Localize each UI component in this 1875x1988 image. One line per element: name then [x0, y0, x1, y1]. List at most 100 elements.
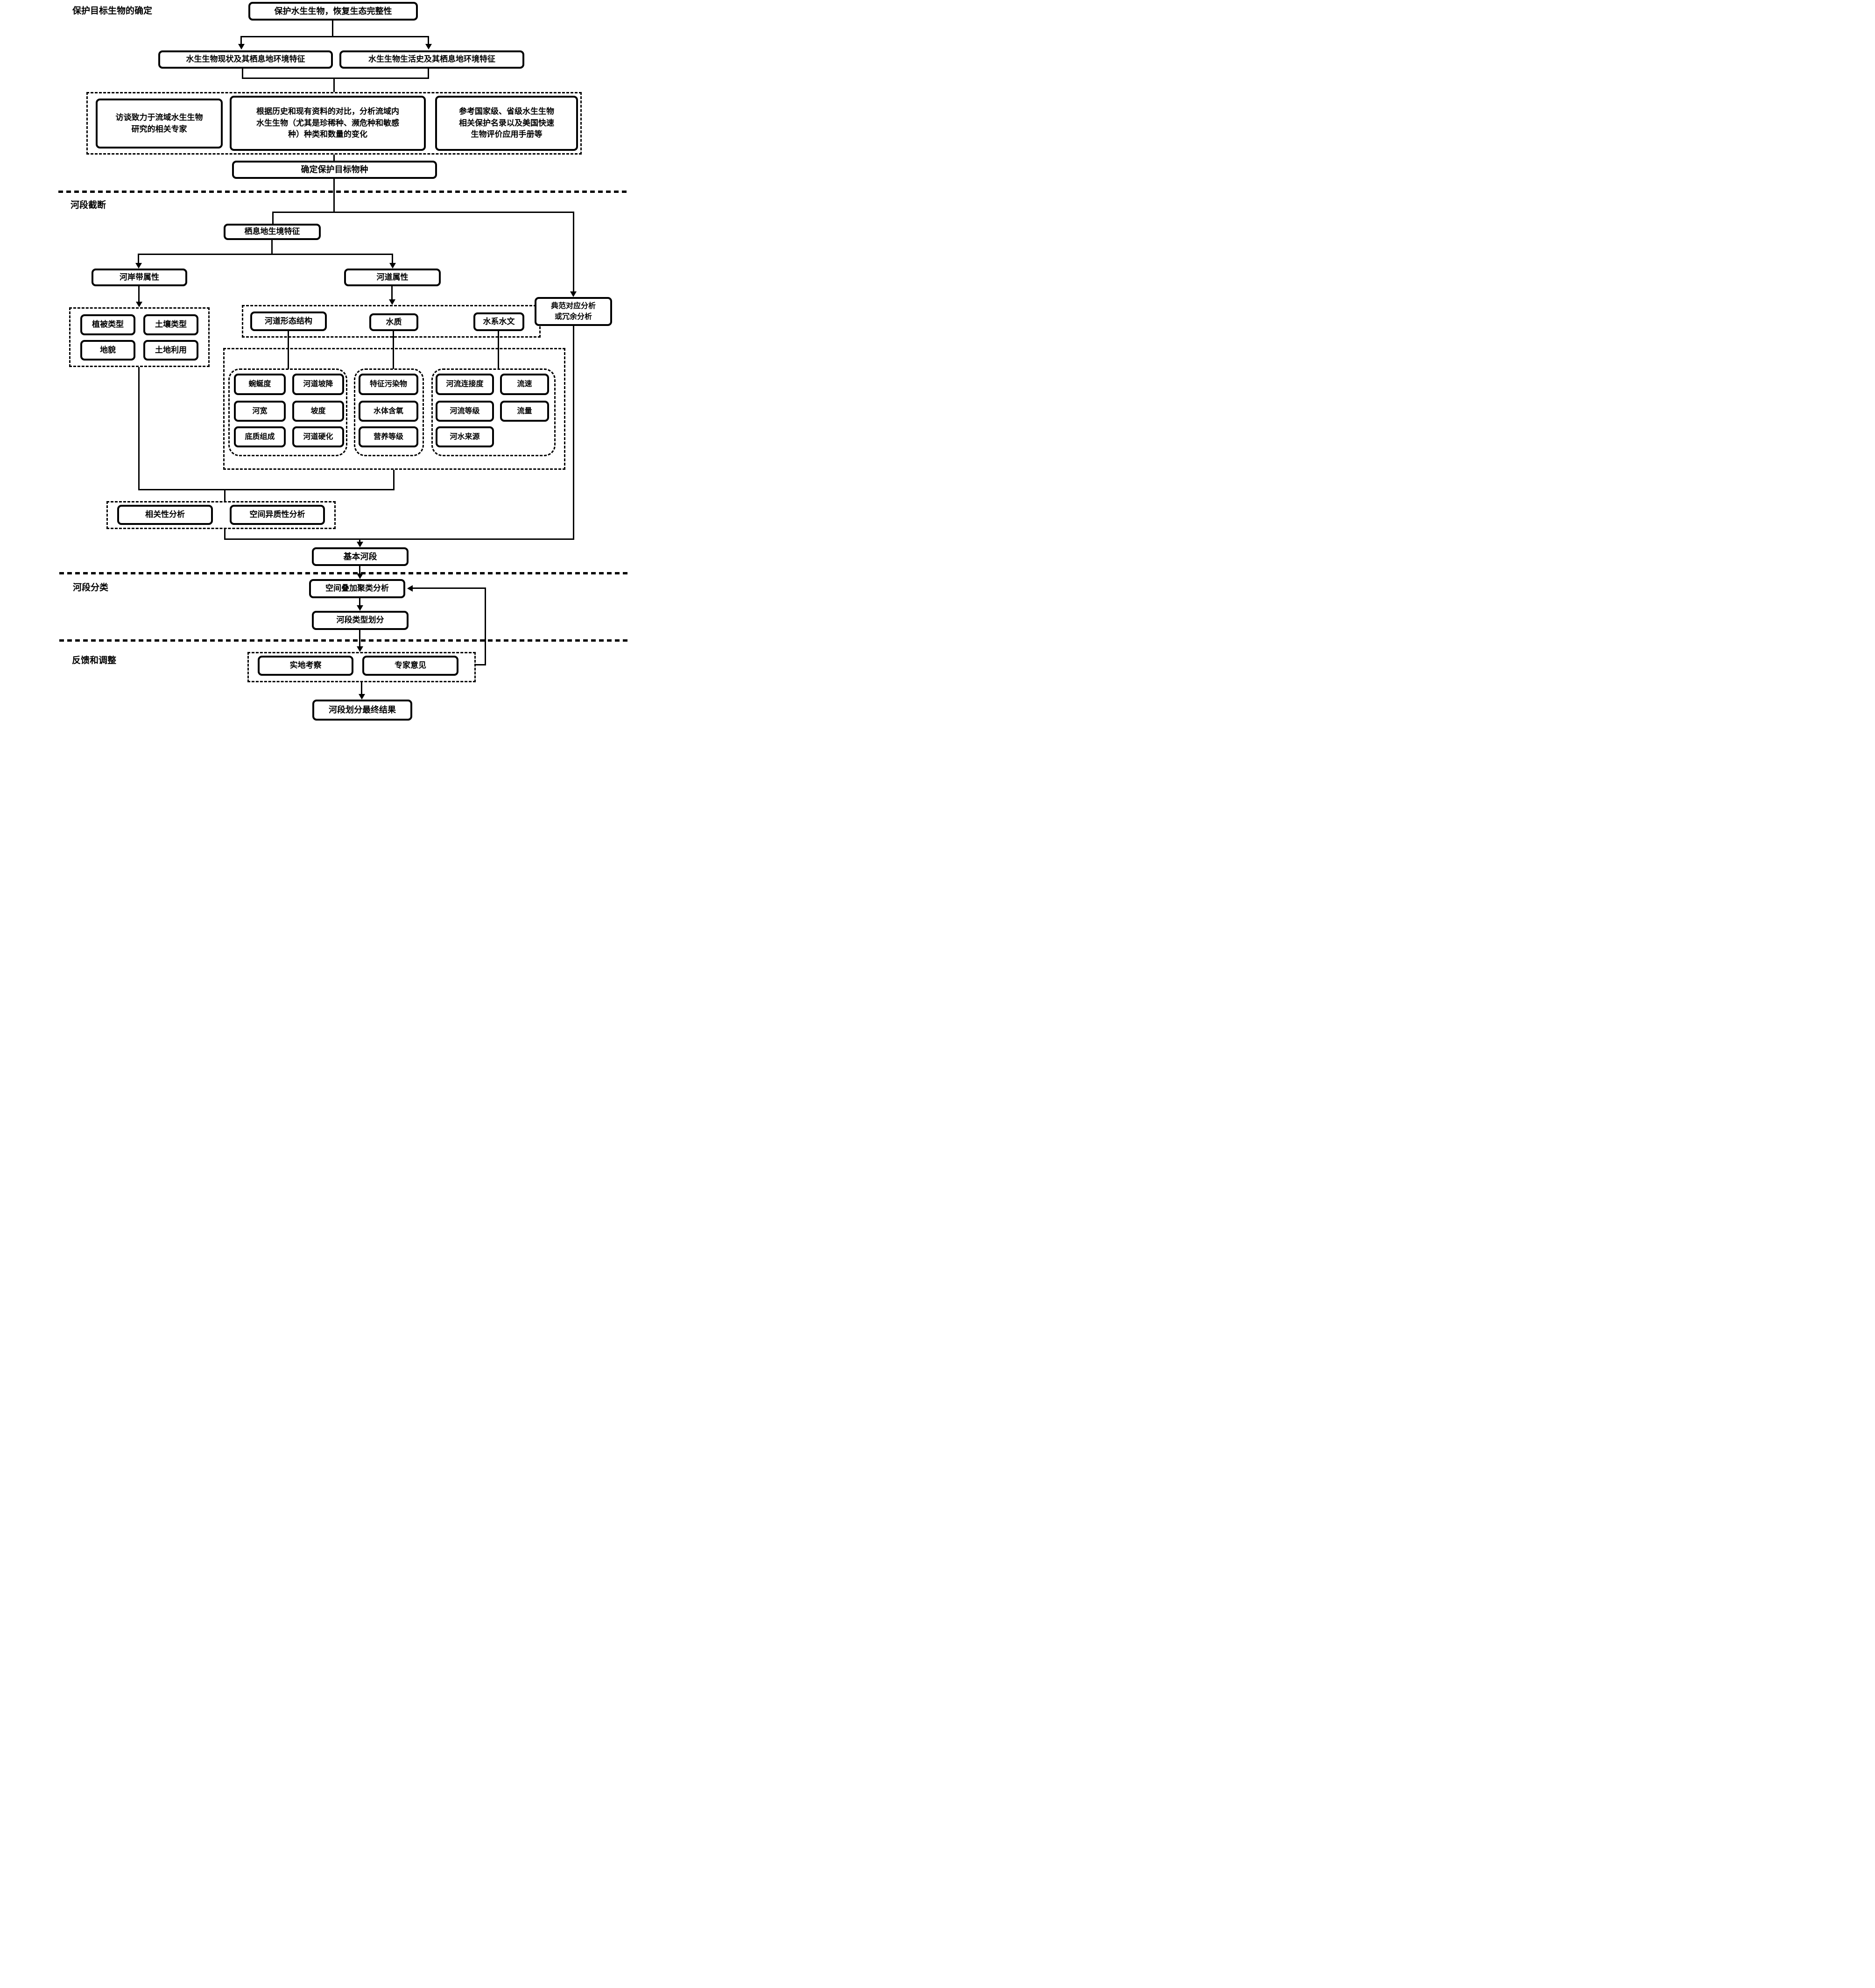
- arrowhead-down: [357, 573, 363, 579]
- node-interview: 访谈致力于流域水生生物 研究的相关专家: [96, 99, 223, 149]
- arrowhead-down: [389, 299, 395, 305]
- connector-line: [359, 630, 360, 647]
- node-soil: 土壤类型: [143, 314, 198, 335]
- node-goal: 保护水生生物，恢复生态完整性: [248, 2, 418, 21]
- feedback-line: [476, 664, 486, 665]
- feedback-line: [413, 587, 486, 589]
- connector-line: [242, 78, 429, 79]
- connector-line: [359, 538, 360, 543]
- arrowhead-down: [238, 44, 245, 50]
- connector-line: [428, 36, 429, 45]
- node-vegetation: 植被类型: [80, 314, 135, 335]
- node-river-order: 河流等级: [436, 401, 494, 422]
- node-slope: 坡度: [292, 401, 344, 422]
- node-riparian: 河岸带属性: [92, 269, 187, 286]
- connector-line: [428, 69, 429, 78]
- node-pollutants: 特征污染物: [359, 374, 418, 395]
- node-habitat: 栖息地生境特征: [224, 224, 321, 240]
- arrowhead-down: [570, 291, 577, 297]
- node-water-quality: 水质: [369, 313, 418, 331]
- connector-line: [138, 489, 395, 490]
- node-compare: 根据历史和现有资料的对比，分析流域内 水生生物（尤其是珍稀种、濒危种和敏感 种）…: [230, 96, 426, 151]
- divider-2: [59, 572, 628, 574]
- connector-line: [333, 155, 335, 161]
- section-label-reach-classification: 河段分类: [73, 583, 109, 593]
- connector-line: [240, 36, 242, 45]
- node-channel: 河道属性: [344, 269, 441, 286]
- divider-3: [59, 639, 628, 642]
- node-overlay-cluster: 空间叠加聚类分析: [309, 579, 405, 598]
- node-connectivity: 河流连接度: [436, 374, 494, 395]
- indicator-container: [223, 348, 565, 470]
- node-final-result: 河段划分最终结果: [312, 700, 412, 721]
- node-correlation: 相关性分析: [117, 505, 213, 525]
- node-channel-slope-drop: 河道坡降: [292, 374, 344, 395]
- connector-line: [241, 36, 429, 37]
- connector-line: [138, 254, 393, 255]
- node-current-status: 水生生物现状及其栖息地环境特征: [158, 50, 333, 69]
- connector-line: [573, 326, 574, 540]
- connector-line: [242, 69, 243, 78]
- connector-line: [288, 331, 289, 369]
- morphology-indicator-group: [228, 368, 347, 456]
- section-label-target-determination: 保护目标生物的确定: [72, 6, 153, 16]
- node-reference: 参考国家级、省级水生生物 相关保护名录以及美国快速 生物评价应用手册等: [435, 96, 578, 151]
- node-target-species: 确定保护目标物种: [232, 161, 437, 179]
- connector-line: [333, 179, 335, 212]
- connector-line: [573, 212, 574, 291]
- arrowhead-down: [389, 263, 396, 269]
- connector-line: [224, 529, 226, 540]
- node-expert-opinion: 专家意见: [362, 656, 458, 676]
- node-velocity: 流速: [500, 374, 549, 395]
- arrowhead-down: [357, 542, 363, 547]
- expert-analysis-container: [86, 92, 582, 155]
- arrowhead-down: [135, 263, 142, 269]
- connector-line: [359, 598, 360, 606]
- arrowhead-left: [407, 585, 413, 592]
- connector-line: [272, 212, 274, 224]
- node-trophic-level: 营养等级: [359, 426, 418, 447]
- node-river-width: 河宽: [234, 401, 286, 422]
- node-morphology: 河道形态结构: [250, 311, 327, 331]
- arrowhead-down: [357, 646, 363, 652]
- node-landform: 地貌: [80, 340, 135, 361]
- connector-line: [224, 489, 226, 501]
- feedback-line: [485, 587, 486, 665]
- node-life-history: 水生生物生活史及其栖息地环境特征: [339, 50, 524, 69]
- connector-line: [498, 331, 499, 369]
- node-discharge: 流量: [500, 401, 549, 422]
- connector-line: [359, 566, 360, 574]
- node-hardening: 河道硬化: [292, 426, 344, 447]
- water-quality-indicator-group: [354, 368, 424, 456]
- arrowhead-down: [425, 44, 432, 50]
- node-water-source: 河水来源: [436, 426, 494, 447]
- connector-line: [393, 470, 395, 490]
- connector-line: [392, 254, 393, 263]
- feedback-container: [247, 652, 476, 682]
- connector-line: [361, 682, 362, 695]
- arrowhead-down: [359, 694, 365, 700]
- connector-line: [393, 331, 394, 369]
- connector-line: [391, 286, 393, 299]
- node-substrate: 底质组成: [234, 426, 286, 447]
- connector-line: [333, 78, 335, 92]
- divider-1: [58, 191, 628, 193]
- section-label-reach-segmentation: 河段截断: [70, 200, 106, 210]
- flowchart-canvas: 保护目标生物的确定 河段截断 河段分类 反馈和调整 保护水生生物，恢复生态完整性…: [0, 0, 680, 721]
- connector-line: [272, 212, 574, 213]
- arrowhead-down: [136, 302, 142, 307]
- connector-line: [271, 240, 273, 255]
- node-sinuosity: 蜿蜒度: [234, 374, 286, 395]
- node-basic-reach: 基本河段: [312, 547, 409, 566]
- hydrology-indicator-group: [431, 368, 556, 456]
- connector-line: [224, 538, 574, 540]
- node-hydrology: 水系水文: [473, 312, 524, 331]
- riparian-attributes-container: [69, 307, 210, 367]
- section-label-feedback-adjustment: 反馈和调整: [72, 656, 117, 665]
- node-heterogeneity: 空间异质性分析: [230, 505, 325, 525]
- connector-line: [138, 254, 139, 263]
- statistical-analysis-container: [106, 501, 336, 529]
- connector-line: [332, 21, 333, 37]
- connector-line: [138, 286, 140, 302]
- node-fieldwork: 实地考察: [258, 656, 353, 676]
